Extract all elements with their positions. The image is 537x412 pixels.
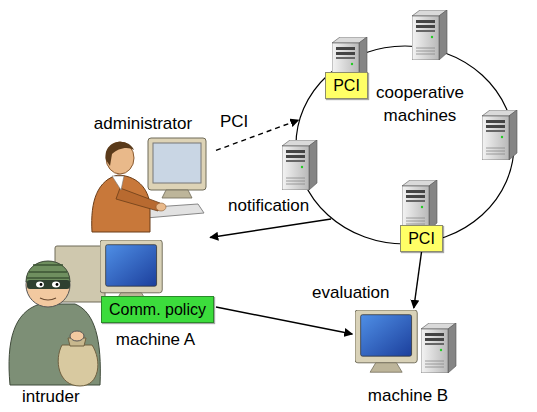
administrator-figure [106,142,134,166]
administrator-figure [148,138,206,190]
server-icon [282,10,517,373]
intruder-figure [26,261,70,282]
box-label: Comm. policy [109,300,206,319]
connector-arrow [414,252,422,308]
pci-box: PCI [325,72,368,99]
node-label: machine B [350,386,466,405]
intruder-figure [70,331,84,341]
administrator-figure [112,176,124,190]
server-icon [332,37,367,87]
box-label: PCI [408,229,435,248]
machine-a-monitor [100,240,162,302]
server-icon [282,140,317,190]
administrator-figure [156,203,166,211]
administrator-figure [116,188,160,211]
intruder-figure [52,282,60,288]
connector-arrow [216,307,352,334]
administrator-figure [162,190,192,198]
node-label: cooperative machines [365,81,475,127]
server-icon [412,10,447,60]
edge-label: notification [228,196,309,215]
edge-label: evaluation [312,283,390,302]
server-icon [402,180,437,230]
intruder-figure [9,261,100,386]
machine-b-monitor [355,310,417,372]
intruder-figure [40,283,43,286]
node-label: machine A [95,330,216,349]
administrator-figure [92,138,206,232]
server-icon [421,323,456,373]
intruder-figure [56,283,59,286]
intruder-figure [40,298,56,300]
computer-node: machine A Comm. policy [95,238,216,356]
connector-layer [210,120,421,334]
box-label: PCI [333,76,360,95]
intruder-figure [27,280,70,289]
administrator-figure [153,143,201,183]
machine-a-monitor [100,240,162,302]
server-icon [482,110,517,160]
intruder-figure [27,265,69,278]
pci-box: PCI [400,225,443,252]
person-node: administrator [70,112,216,240]
figure-label: intruder [22,387,80,406]
intruder-figure [9,304,100,385]
policy-box: Comm. policy [101,296,214,323]
connector-arrow [210,219,331,237]
ring-outline [296,46,514,244]
administrator-figure [106,142,134,174]
edge-label: PCI [220,112,248,131]
node-label: administrator [70,114,216,133]
machine-b-monitor [355,310,417,372]
intruder-figure [36,282,44,288]
intruder-figure [58,345,98,386]
